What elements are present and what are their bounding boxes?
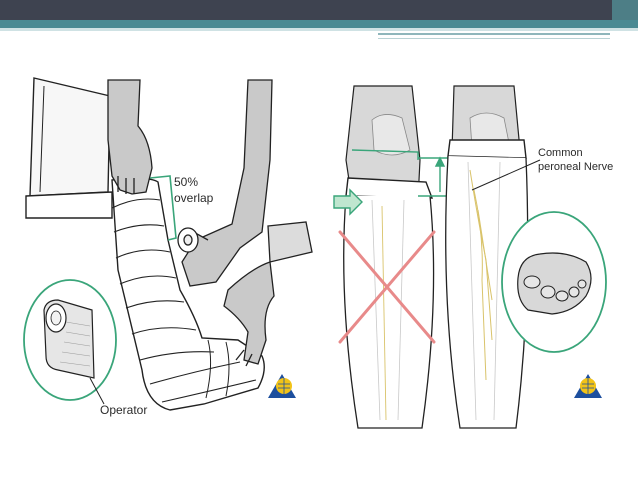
bandage-roll-inset xyxy=(23,279,117,401)
nerve-label-line2: peroneal Nerve xyxy=(538,161,613,173)
header-rule xyxy=(378,33,610,35)
right-panel: Common peroneal Nerve xyxy=(333,85,613,429)
overlap-indicator xyxy=(149,175,177,241)
push-arrow xyxy=(333,188,363,216)
patient-body xyxy=(25,77,113,219)
nerve-pointer-line xyxy=(471,159,541,191)
bandage-roll xyxy=(177,227,199,253)
header-bar xyxy=(0,0,638,20)
overlap-label-line1: 50% xyxy=(174,175,198,189)
header-stripe-light xyxy=(0,28,638,31)
header-accent xyxy=(612,0,638,20)
publisher-logo-left xyxy=(268,374,296,398)
bandaged-leg xyxy=(111,177,265,411)
nerve-label-line1: Common xyxy=(538,147,583,159)
inset-label: Operator xyxy=(100,403,147,417)
operator-lower-arm xyxy=(223,221,313,367)
inset-pointer-line xyxy=(89,377,105,405)
left-panel: 50% overlap Operator xyxy=(23,77,313,417)
operator-upper-hand xyxy=(107,79,153,195)
overlap-label-line2: overlap xyxy=(174,191,214,205)
leg-correct xyxy=(445,85,529,429)
publisher-logo-right xyxy=(574,374,602,398)
header-stripe xyxy=(0,20,638,28)
height-indicator xyxy=(418,156,452,197)
leg-incorrect xyxy=(343,85,435,429)
foot-inset xyxy=(501,211,607,353)
header-rule-secondary xyxy=(378,38,610,39)
incorrect-cross xyxy=(338,230,436,344)
